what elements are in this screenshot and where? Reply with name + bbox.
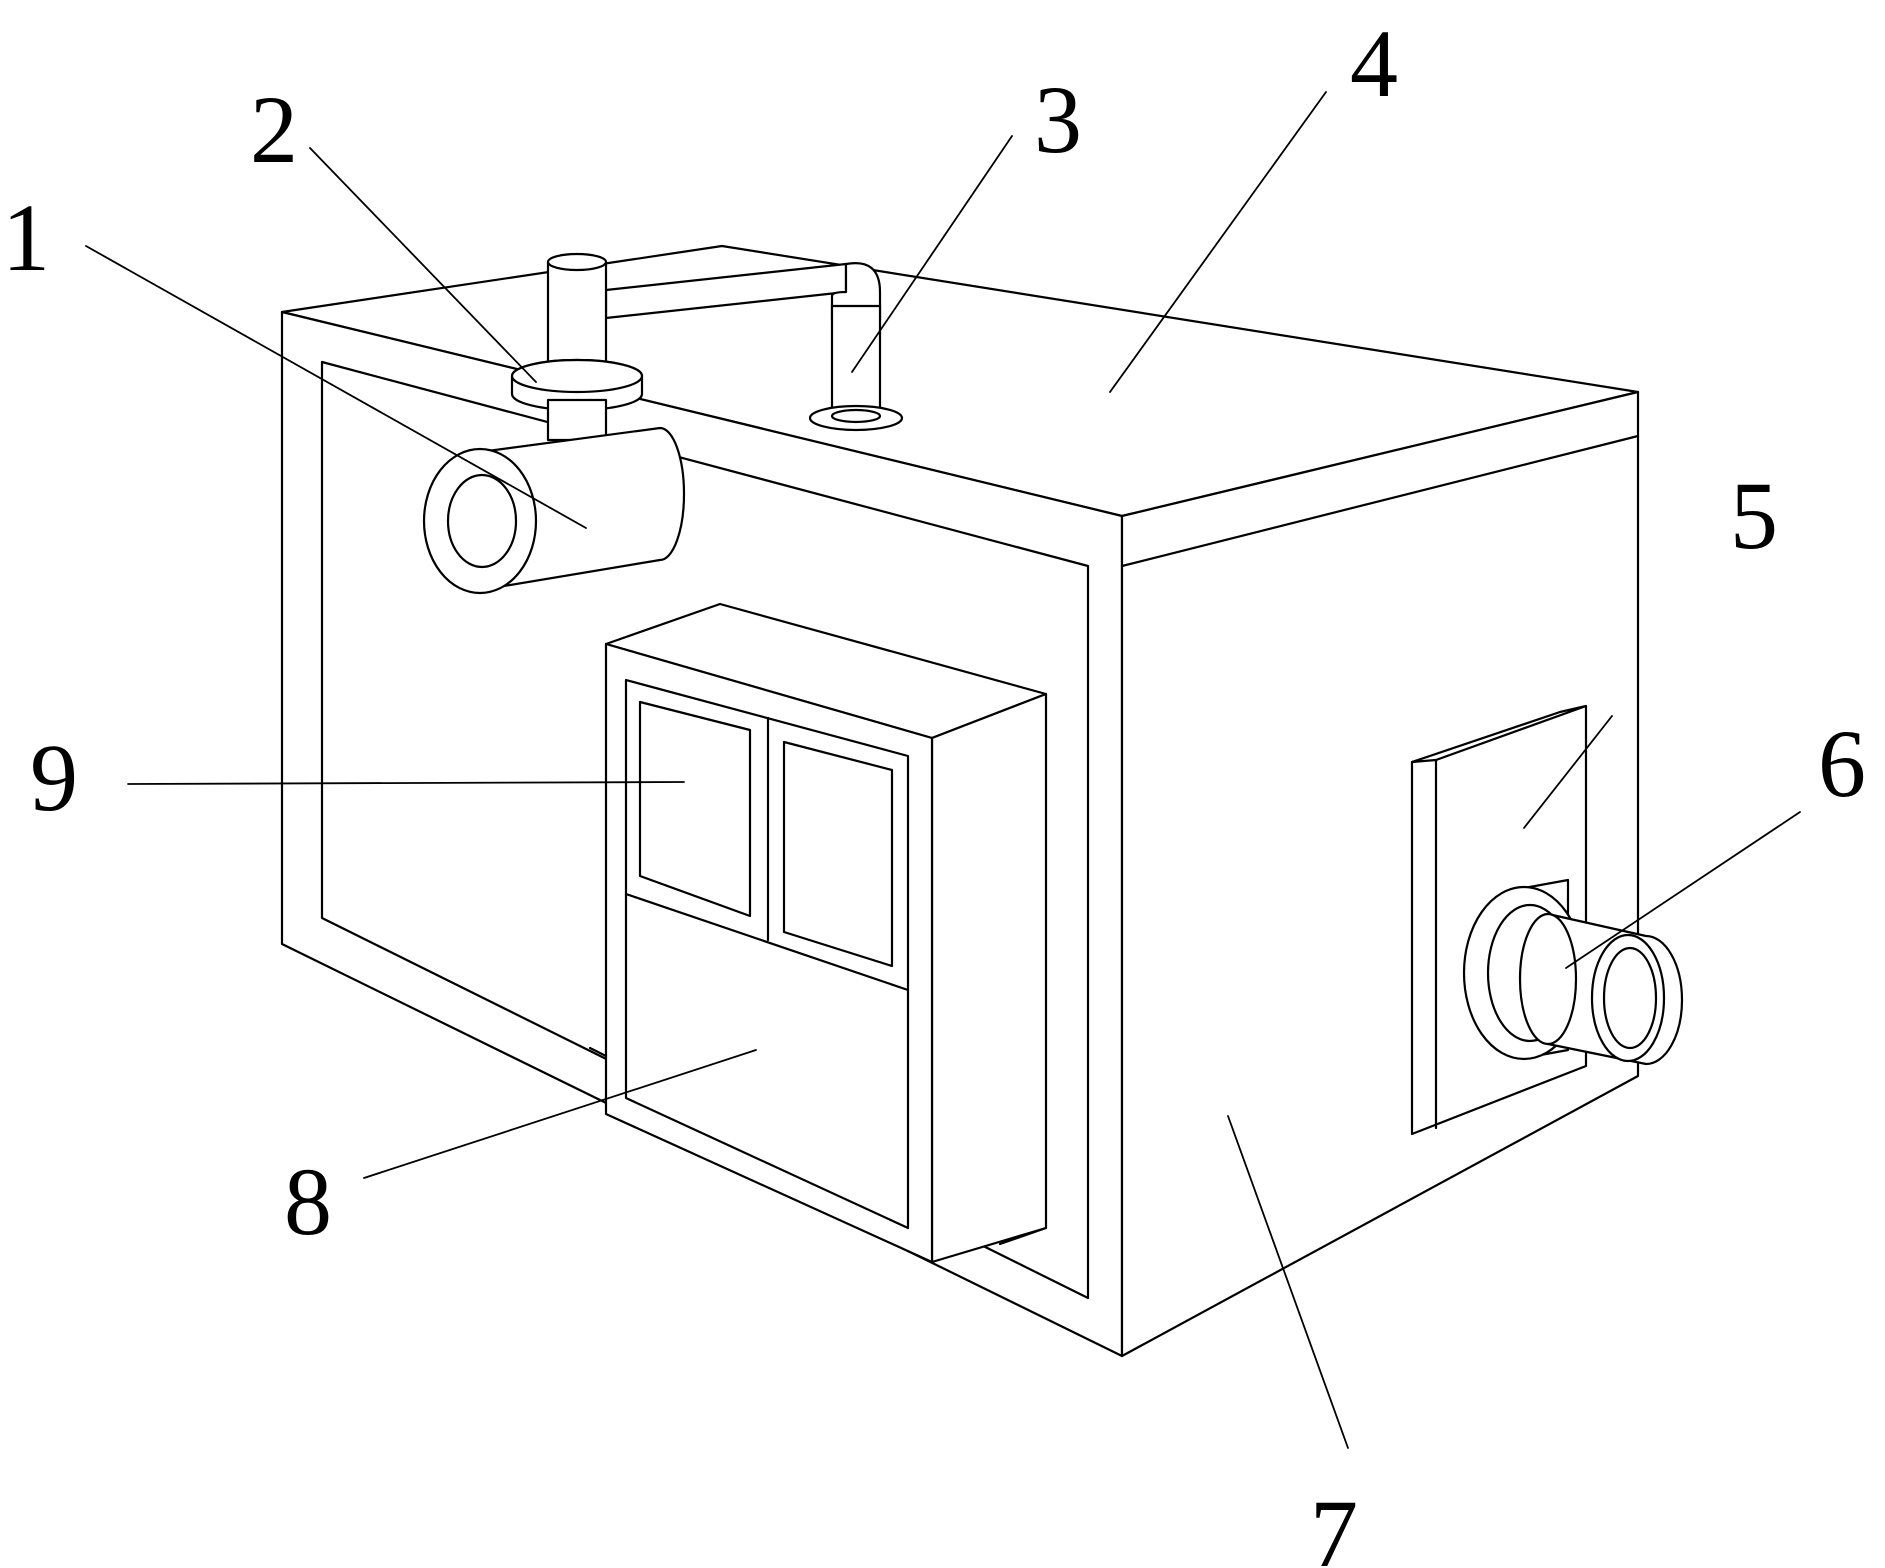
leader-7 [1227, 1115, 1349, 1449]
mount-plate-edge [1410, 704, 1588, 764]
leader-1 [85, 245, 587, 529]
pipe-3-base-flange [808, 404, 904, 432]
callout-8: 8 [284, 1148, 332, 1255]
cylinder-1-bore [446, 473, 518, 569]
callout-9: 9 [30, 724, 78, 831]
housing-right-face [1120, 390, 1640, 1358]
left-face-inner-frame [320, 360, 1090, 1300]
window-right [782, 740, 894, 968]
leader-lines [85, 91, 1801, 1449]
top-pipe-assembly [510, 252, 904, 442]
callout-7: 7 [1310, 1480, 1358, 1568]
callout-3: 3 [1034, 66, 1082, 173]
pipe-2-lower [546, 398, 608, 442]
callout-1: 1 [2, 184, 50, 291]
pipe-2-top [546, 252, 608, 272]
window-left [638, 700, 752, 918]
shaft-end [1590, 933, 1666, 1063]
callout-5: 5 [1730, 462, 1778, 569]
cylinder-1-end [422, 447, 538, 595]
cabinet-leg-right [998, 1226, 1048, 1246]
leader-3 [851, 135, 1013, 373]
cabinet-leg-left [588, 1046, 608, 1058]
right-face-top-edge [1120, 434, 1640, 568]
leader-9 [127, 781, 685, 785]
leader-8 [363, 1049, 757, 1179]
cabinet-door-frame [624, 678, 910, 1230]
control-cabinet [588, 602, 1048, 1264]
cabinet-side [930, 692, 1048, 1264]
callout-labels: 1 2 3 4 5 6 7 8 9 [2, 10, 1866, 1568]
motor-assembly [1410, 704, 1684, 1136]
leader-5 [1523, 715, 1613, 829]
shaft-end-inner [1602, 946, 1658, 1050]
flange-2-top [510, 358, 644, 394]
leader-2 [309, 147, 537, 383]
leader-6 [1565, 811, 1801, 969]
vertical-pipe-3 [830, 304, 882, 420]
leader-4 [1109, 91, 1327, 393]
callout-2: 2 [250, 76, 298, 183]
door-divider-horizontal [624, 892, 910, 992]
shaft-neck [1518, 912, 1578, 1046]
callout-4: 4 [1350, 10, 1398, 117]
cabinet-front [604, 642, 934, 1264]
pipe-3-opening [830, 408, 882, 424]
callout-6: 6 [1818, 710, 1866, 817]
